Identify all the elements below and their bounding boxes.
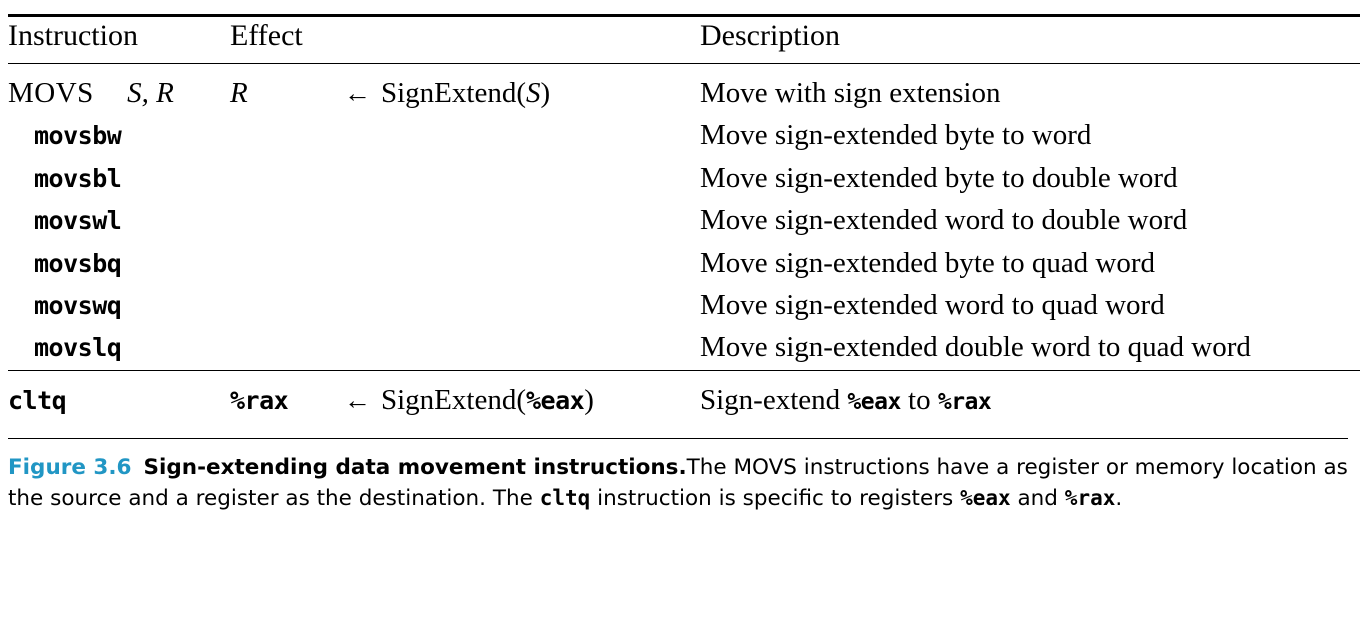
mnemonic-movsbl: movsbl [34, 163, 122, 193]
cell-description: Move sign-extended byte to quad word [700, 246, 1156, 279]
cell-effect [230, 200, 700, 242]
effect-argument: S [526, 77, 541, 109]
table-row: movsbw Move sign-extended byte to word [8, 115, 1360, 157]
cell-instruction: cltq [8, 370, 230, 422]
cell-effect [230, 243, 700, 285]
mnemonic-movsbq: movsbq [34, 248, 122, 278]
effect-argument-eax: %eax [526, 385, 585, 415]
mnemonic-movswl: movswl [34, 206, 122, 236]
mnemonic-movs: MOVS [8, 77, 94, 109]
cell-instruction: movsbw [8, 115, 230, 157]
cell-description: Move sign-extended double word to quad w… [700, 331, 1251, 364]
cell-instruction: movsbq [8, 243, 230, 285]
operands-movs: S, R [127, 77, 174, 109]
caption-text-4: and [1010, 485, 1065, 511]
column-header-description: Description [700, 19, 840, 52]
table-row: movslq Move sign-extended double word to… [8, 327, 1360, 370]
left-arrow-icon: ← [344, 384, 371, 415]
cell-description: Move sign-extended word to quad word [700, 288, 1165, 321]
cell-effect [230, 115, 700, 157]
caption-text-2: instructions have a register or memory l… [8, 455, 1348, 511]
cell-effect [230, 327, 700, 370]
cell-effect [230, 285, 700, 327]
table-body: MOVS S, R R←SignExtend(S) Move with sign… [8, 63, 1360, 423]
desc-reg-rax: %rax [937, 388, 992, 415]
cell-description: Move with sign extension [700, 77, 1001, 109]
mnemonic-movslq: movslq [34, 333, 122, 363]
cell-effect: R ← SignExtend(S) [230, 64, 700, 116]
figure-label: Figure 3.6 [8, 455, 132, 480]
mnemonic-movsbw: movsbw [34, 121, 122, 151]
cell-instruction: movswq [8, 285, 230, 327]
header-row: Instruction Effect Description [8, 15, 1360, 64]
table-row: MOVS S, R R ← SignExtend(S) Move with sign… [8, 63, 1360, 116]
table-row: movswl Move sign-extended word to double… [8, 200, 1360, 242]
effect-destination-rax: %rax [230, 385, 289, 415]
column-header-instruction: Instruction [8, 19, 138, 52]
caption-text-1: The [686, 455, 734, 480]
caption-mono-cltq: cltq [539, 485, 591, 510]
mnemonic-cltq: cltq [8, 385, 67, 415]
cell-instruction: movswl [8, 200, 230, 242]
effect-destination: R [230, 77, 248, 109]
table-row: movsbq Move sign-extended byte to quad w… [8, 243, 1360, 285]
caption-mono-eax: %eax [960, 485, 1011, 510]
cell-description: Move sign-extended word to double word [700, 204, 1188, 237]
instruction-table: Instruction Effect Description MOVS S, R… [8, 14, 1360, 422]
table-row-cltq: cltq %rax←SignExtend(%eax) Sign-extend %… [8, 370, 1360, 422]
cell-description: Move sign-extended byte to word [700, 119, 1092, 152]
cell-description: Move sign-extended byte to double word [700, 161, 1178, 194]
caption-title: Sign-extending data movement instruction… [143, 455, 687, 480]
caption-smallcaps-movs: MOVS [733, 455, 797, 480]
cell-instruction: movsbl [8, 158, 230, 200]
desc-reg-eax: %eax [847, 388, 901, 415]
mnemonic-movswq: movswq [34, 290, 122, 320]
desc-text-mid: to [900, 383, 938, 416]
cell-effect: %rax ← SignExtend(%eax) [230, 370, 700, 422]
desc-text-pre: Sign-extend [700, 383, 848, 416]
effect-close-paren: ) [584, 383, 594, 416]
caption-text-3: instruction is specific to registers [590, 485, 961, 511]
caption-text-5: . [1115, 485, 1123, 511]
caption-mono-rax: %rax [1064, 485, 1116, 510]
table-row: movswq Move sign-extended word to quad w… [8, 285, 1360, 327]
effect-function: SignExtend( [381, 383, 526, 416]
effect-function: SignExtend( [381, 77, 526, 109]
left-arrow-icon: ← [344, 78, 371, 108]
cell-instruction: MOVS S, R [8, 64, 230, 116]
table-header: Instruction Effect Description [8, 15, 1360, 64]
column-header-effect: Effect [230, 19, 303, 52]
figure-caption: Figure 3.6 Sign-extending data movement i… [8, 438, 1348, 514]
cell-description: Sign-extend %eax to %rax [700, 370, 1360, 422]
effect-close-paren: ) [540, 77, 551, 109]
cell-effect [230, 158, 700, 200]
cell-instruction: movslq [8, 327, 230, 370]
figure-page: Instruction Effect Description MOVS S, R… [0, 14, 1366, 620]
table-row: movsbl Move sign-extended byte to double… [8, 158, 1360, 200]
